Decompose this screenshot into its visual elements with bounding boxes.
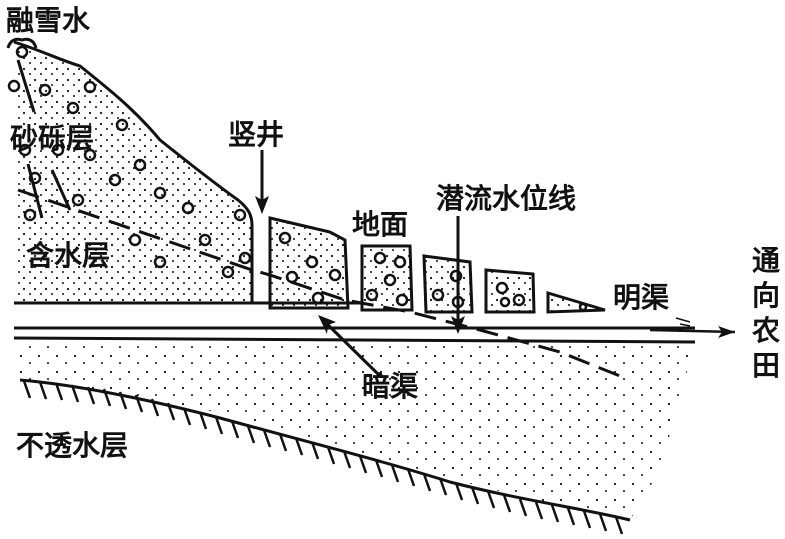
underground-channel-pointer [323,320,382,378]
impermeable-hatching [22,380,624,535]
label-to-farmland-1: 通 [752,244,780,277]
label-aquifer: 含水层 [26,239,110,272]
ground-block-1 [268,216,350,310]
arrowheads [255,196,465,334]
label-impermeable-layer: 不透水层 [16,429,128,462]
outflow-arrow [649,317,736,338]
lower-soil [20,342,695,520]
snowmelt-brace [6,37,38,49]
underground-channel-bottom [13,336,696,344]
ground-blocks [268,216,606,314]
gravel-pointer-3 [50,169,72,211]
hillside-surface [13,40,254,303]
gravel-pointer-1 [16,59,36,113]
ground-block-4 [484,268,536,314]
gravel-pointer-2 [26,163,44,219]
water-table-arrowhead [451,316,465,334]
label-gravel-layer: 砂砾层 [10,122,94,155]
leader-lines [6,37,460,378]
label-to-farmland-2: 向 [752,279,780,312]
gravel-pebbles [7,45,588,312]
label-shaft: 竖井 [228,118,284,151]
label-ground: 地面 [352,208,408,241]
underground-channel-arrowhead [318,315,336,334]
ground-block-5 [546,290,606,314]
ground-block-2 [360,244,414,312]
shaft-arrowhead [255,196,269,214]
label-to-farmland-4: 田 [752,349,780,382]
label-to-farmland-3: 农 [751,314,780,347]
label-open-channel: 明渠 [613,281,669,314]
label-underground-channel: 暗渠 [362,370,418,403]
ground-block-3 [422,254,474,314]
impermeable-boundary [19,378,631,522]
hillside-aquifer [14,42,252,303]
label-snowmelt: 融雪水 [6,4,91,37]
label-water-table: 潜流水位线 [436,182,576,215]
